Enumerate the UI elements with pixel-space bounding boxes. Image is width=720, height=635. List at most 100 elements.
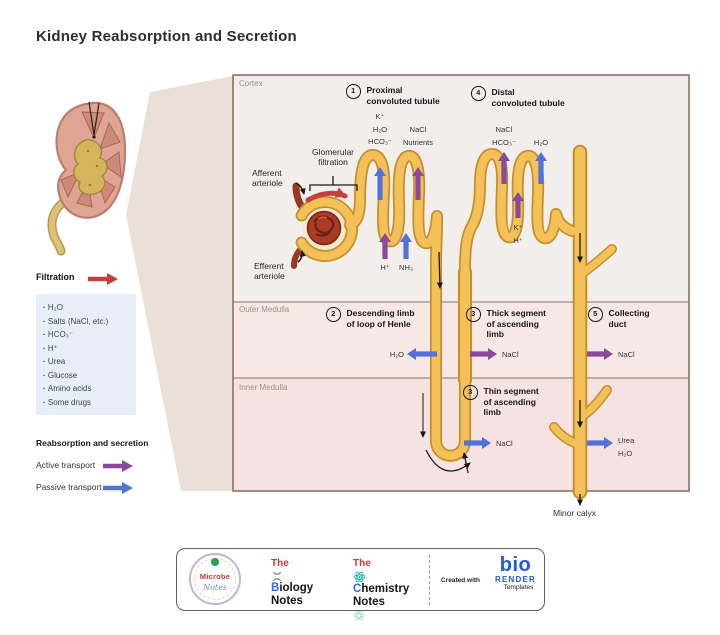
proximal-passive-substances: K⁺ H₂O HCO₃⁻ xyxy=(368,112,392,146)
passive-transport-label: Passive transport xyxy=(36,482,102,492)
atom-icon xyxy=(353,571,366,582)
active-transport-label: Active transport xyxy=(36,460,96,470)
filtrate-item: H₂O xyxy=(43,301,129,315)
number-badge: 5 xyxy=(588,307,603,322)
microbe-notes-logo: Microbe Notes xyxy=(189,553,241,605)
distal-active-substances: NaCl HCO₃⁻ xyxy=(492,125,516,147)
distal-passive-arrow xyxy=(535,152,547,184)
cd-outer-nacl-label: NaCl xyxy=(618,350,635,359)
structure-label: Collecting duct xyxy=(608,308,650,329)
footer-divider xyxy=(429,555,430,605)
number-badge: 4 xyxy=(471,86,486,101)
number-badge: 3 xyxy=(463,385,478,400)
panel-border xyxy=(232,74,690,492)
number-badge: 3 xyxy=(466,307,481,322)
structure-distal-tubule: 4 Distal convoluted tubule xyxy=(471,86,565,108)
biology-the: The xyxy=(271,558,289,569)
page-title: Kidney Reabsorption and Secretion xyxy=(36,28,297,45)
kidney-illustration xyxy=(47,101,127,256)
chemistry-notes-logo: The Chemistry Notes xyxy=(353,557,409,621)
loop-turn-arrow xyxy=(425,449,471,472)
pelvis-spots xyxy=(86,149,99,187)
region-label-cortex: Cortex xyxy=(239,79,263,88)
distal-secretion-arrow xyxy=(512,192,524,218)
minor-calyx-label: Minor calyx xyxy=(553,508,596,518)
filtration-arrow-icon xyxy=(88,273,118,285)
h-secretion-label: H⁺ xyxy=(380,263,390,272)
filtrate-item: Urea xyxy=(43,355,129,369)
nh3-secretion-arrow xyxy=(400,233,412,259)
passive-transport-arrow-icon xyxy=(103,482,133,494)
proximal-active-arrow xyxy=(412,167,424,200)
proximal-active-substances: NaCl Nutrients xyxy=(402,125,433,147)
glomerular-filtration-label: Glomerular filtration xyxy=(311,147,355,167)
descending-h2o-label: H₂O xyxy=(389,350,404,359)
transport-arrows xyxy=(374,152,613,449)
filtrate-item: Salts (NaCl, etc.) xyxy=(43,315,129,329)
renal-pelvis xyxy=(73,138,108,196)
footer-logo-box: Microbe Notes The Biology Notes The xyxy=(176,548,545,620)
biorender-bio: bio xyxy=(499,554,532,576)
structure-thick-ascending: 3 Thick segment of ascending limb xyxy=(466,307,546,340)
thick-nacl-label: NaCl xyxy=(502,350,519,359)
biology-initial: B xyxy=(271,581,280,594)
filtrate-item: H⁺ xyxy=(43,342,129,356)
descending-flow-arrow xyxy=(436,251,443,289)
zoom-wedge xyxy=(126,76,233,491)
efferent-arteriole-label: Efferent arteriole xyxy=(254,261,285,281)
region-label-inner-medulla: Inner Medulla xyxy=(239,383,288,392)
structure-collecting-duct: 5 Collecting duct xyxy=(588,307,650,329)
microbe-logo-name: Microbe xyxy=(199,572,231,581)
dna-icon xyxy=(272,571,282,581)
biorender-logo: bio RENDER Templates xyxy=(495,554,536,591)
glomerulus xyxy=(306,210,342,246)
thin-nacl-arrow xyxy=(464,437,491,449)
cd-outer-nacl-arrow xyxy=(587,348,613,360)
distal-active-arrow xyxy=(498,152,510,184)
filtrate-item: Amino acids xyxy=(43,382,129,396)
descending-h2o-arrow xyxy=(407,348,437,360)
structure-label: Proximal convoluted tubule xyxy=(366,85,440,106)
filtrate-item: Some drugs xyxy=(43,396,129,410)
biology-notes-logo: The Biology Notes xyxy=(271,557,313,609)
thick-nacl-arrow xyxy=(470,348,497,360)
microbe-logo-notes: Notes xyxy=(203,583,227,592)
nephron-tubule xyxy=(291,144,617,500)
structure-label: Thick segment of ascending limb xyxy=(486,308,547,339)
structure-label: Distal convoluted tubule xyxy=(491,87,565,108)
filtration-flow-arrow xyxy=(305,187,348,203)
distal-secretion-substances: K⁺ H⁺ xyxy=(513,223,523,245)
structure-label: Descending limb of loop of Henle xyxy=(346,308,415,329)
h-secretion-arrow xyxy=(379,233,391,259)
cd-inner-urea-label: Urea H₂O xyxy=(618,436,635,458)
structure-descending-limb: 2 Descending limb of loop of Henle xyxy=(326,307,415,329)
flow-arrows xyxy=(295,176,583,506)
atom-watermark-icon xyxy=(353,610,365,620)
filtrate-item: Glucose xyxy=(43,369,129,383)
nephron-marker xyxy=(88,101,100,139)
region-label-outer-medulla: Outer Medulla xyxy=(239,305,290,314)
nh3-secretion-label: NH₃ xyxy=(399,263,413,272)
chemistry-the: The xyxy=(353,558,371,569)
afferent-arteriole-label: Afferent arteriole xyxy=(252,168,283,188)
chemistry-rest: hemistry xyxy=(361,582,410,595)
biology-rest: iology xyxy=(279,581,314,594)
filtrate-item: HCO₃⁻ xyxy=(43,328,129,342)
chemistry-notes-word: Notes xyxy=(353,596,385,608)
cd-inner-urea-arrow xyxy=(587,437,613,449)
afferent-leader-arrow xyxy=(295,182,306,195)
number-badge: 1 xyxy=(346,84,361,99)
biology-notes-word: Notes xyxy=(271,595,303,607)
proximal-passive-arrow xyxy=(374,167,386,200)
efferent-leader-arrow xyxy=(297,250,306,263)
biorender-templates: Templates xyxy=(503,584,534,591)
chemistry-initial: C xyxy=(353,582,362,595)
number-badge: 2 xyxy=(326,307,341,322)
biorender-render: RENDER xyxy=(495,575,536,584)
structure-label: Thin segment of ascending limb xyxy=(483,386,539,417)
active-transport-arrow-icon xyxy=(103,460,133,472)
reabsorption-legend-title: Reabsorption and secretion xyxy=(36,438,149,448)
filtration-legend-title: Filtration xyxy=(36,272,75,282)
